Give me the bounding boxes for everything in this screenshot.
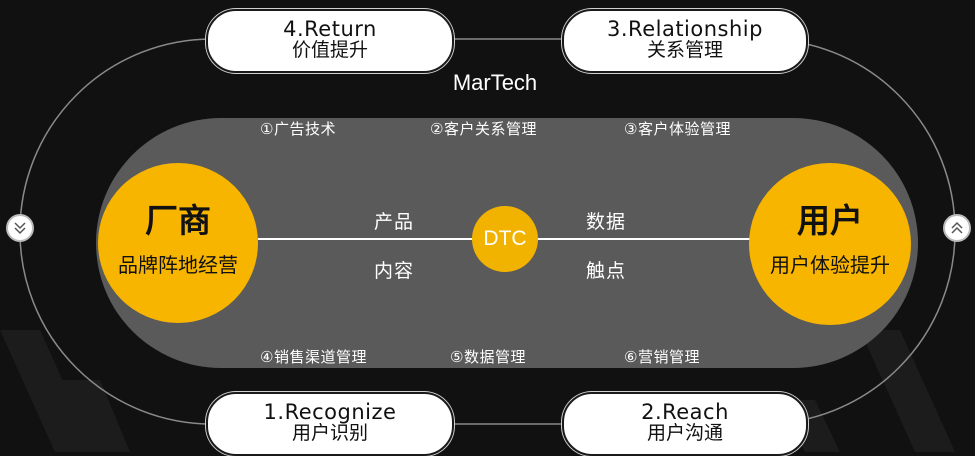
circle-manufacturer: 厂商 品牌阵地经营: [98, 163, 258, 323]
pill-recognize-en: 1.Recognize: [263, 400, 397, 424]
pill-recognize-cn: 用户识别: [291, 422, 368, 444]
label-content: 内容: [374, 260, 415, 282]
decorative-chevrons: [0, 330, 955, 452]
dtc-node: DTC: [472, 206, 538, 272]
manufacturer-title: 厂商: [145, 201, 211, 240]
pill-reach-cn: 用户沟通: [646, 422, 723, 444]
chevron-double-up-icon: [951, 221, 963, 234]
pill-relationship-cn: 关系管理: [646, 39, 723, 61]
step-sales-channel: ④销售渠道管理: [260, 348, 367, 366]
pill-reach: 2.Reach 用户沟通: [562, 392, 808, 456]
martech-label: MarTech: [452, 70, 538, 95]
pill-recognize: 1.Recognize 用户识别: [206, 392, 454, 456]
label-data: 数据: [586, 211, 627, 233]
label-product: 产品: [374, 211, 415, 233]
scroll-down-button[interactable]: [6, 214, 34, 242]
pill-return-cn: 价值提升: [291, 39, 368, 61]
pill-relationship: 3.Relationship 关系管理: [562, 9, 808, 73]
step-marketing-mgmt: ⑥营销管理: [624, 348, 700, 366]
manufacturer-subtitle: 品牌阵地经营: [118, 253, 238, 277]
user-subtitle: 用户体验提升: [770, 253, 890, 277]
pill-relationship-en: 3.Relationship: [607, 17, 763, 41]
label-touchpoint: 触点: [586, 260, 627, 282]
pill-reach-en: 2.Reach: [641, 400, 729, 424]
circle-user: 用户 用户体验提升: [749, 163, 911, 325]
chevron-double-down-icon: [14, 222, 26, 235]
pill-return: 4.Return 价值提升: [206, 9, 454, 73]
pill-return-en: 4.Return: [283, 17, 377, 41]
step-crm: ②客户关系管理: [430, 120, 537, 138]
user-title: 用户: [797, 201, 863, 240]
step-ad-tech: ①广告技术: [260, 120, 336, 138]
step-cem: ③客户体验管理: [624, 120, 731, 138]
scroll-up-button[interactable]: [943, 214, 971, 242]
step-data-mgmt: ⑤数据管理: [450, 348, 526, 366]
